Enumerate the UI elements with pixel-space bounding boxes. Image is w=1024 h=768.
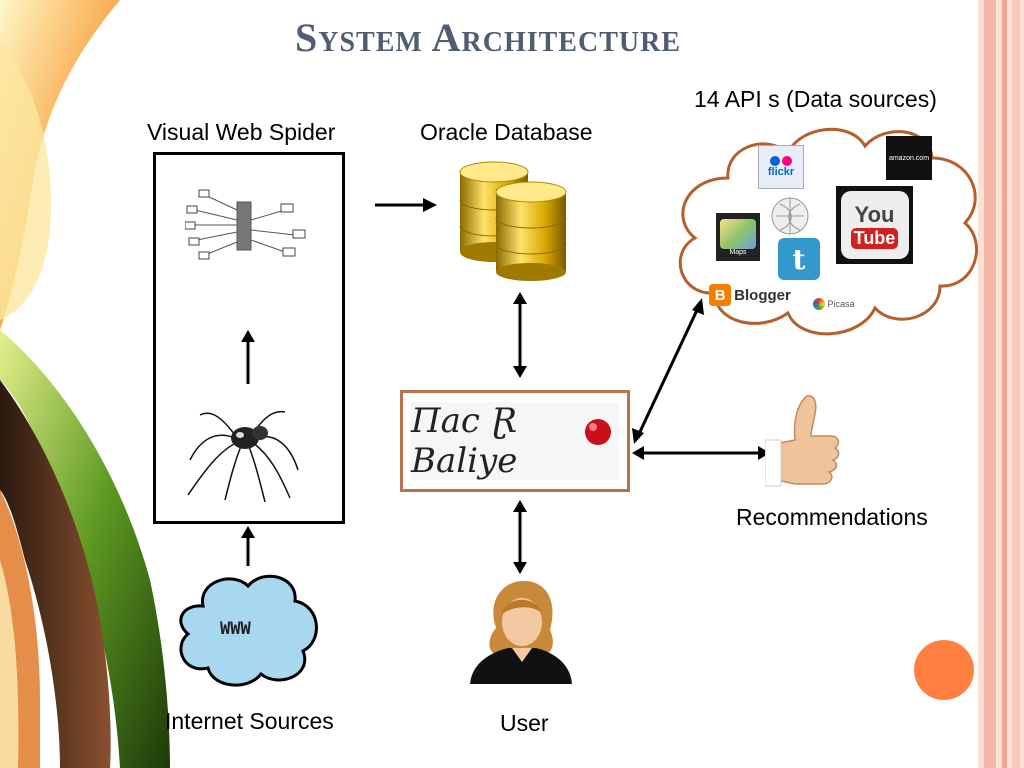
arrow-logo-recommendations: [632, 446, 770, 460]
wikipedia-icon: [768, 195, 812, 237]
user-avatar-icon: [470, 580, 572, 684]
internet-sources-label: Internet Sources: [165, 708, 334, 734]
amazon-icon: amazon.com: [886, 136, 932, 180]
blogger-icon: B Blogger: [708, 282, 792, 308]
arrow-logo-api: [632, 298, 704, 444]
api-cloud-icon: [678, 127, 978, 336]
app-logo-text: Πac Ɽ Baliye: [411, 401, 619, 481]
app-logo-box: Πac Ɽ Baliye: [400, 390, 630, 492]
arrow-up-spider: [241, 330, 255, 384]
database-icon: [459, 161, 567, 281]
twitter-icon: t: [778, 238, 820, 280]
api-label: 14 API s (Data sources): [694, 86, 937, 112]
picasa-icon: Picasa: [810, 293, 858, 315]
web-crawler-icon: [185, 189, 306, 260]
arrow-spider-to-db: [375, 198, 437, 212]
spider-icon: [187, 410, 299, 503]
slide-title: System Architecture: [295, 15, 681, 60]
www-text: WWW: [220, 619, 251, 639]
arrow-up-www: [241, 526, 255, 566]
spider-label: Visual Web Spider: [147, 119, 336, 145]
google-maps-icon: Maps: [716, 213, 760, 261]
recommendations-label: Recommendations: [736, 504, 928, 530]
youtube-icon: You Tube: [836, 186, 913, 264]
flickr-icon: flickr: [758, 145, 804, 189]
accent-circle: [914, 640, 974, 700]
user-label: User: [500, 710, 549, 736]
decorative-swirl: [0, 0, 170, 768]
arrow-logo-user: [513, 500, 527, 574]
thumbs-up-icon: [765, 395, 840, 487]
right-decor-bars: [978, 0, 1024, 768]
www-cloud-icon: [179, 574, 318, 687]
oracle-label: Oracle Database: [420, 119, 593, 145]
red-orb-icon: [585, 419, 611, 445]
arrow-db-logo: [513, 292, 527, 378]
